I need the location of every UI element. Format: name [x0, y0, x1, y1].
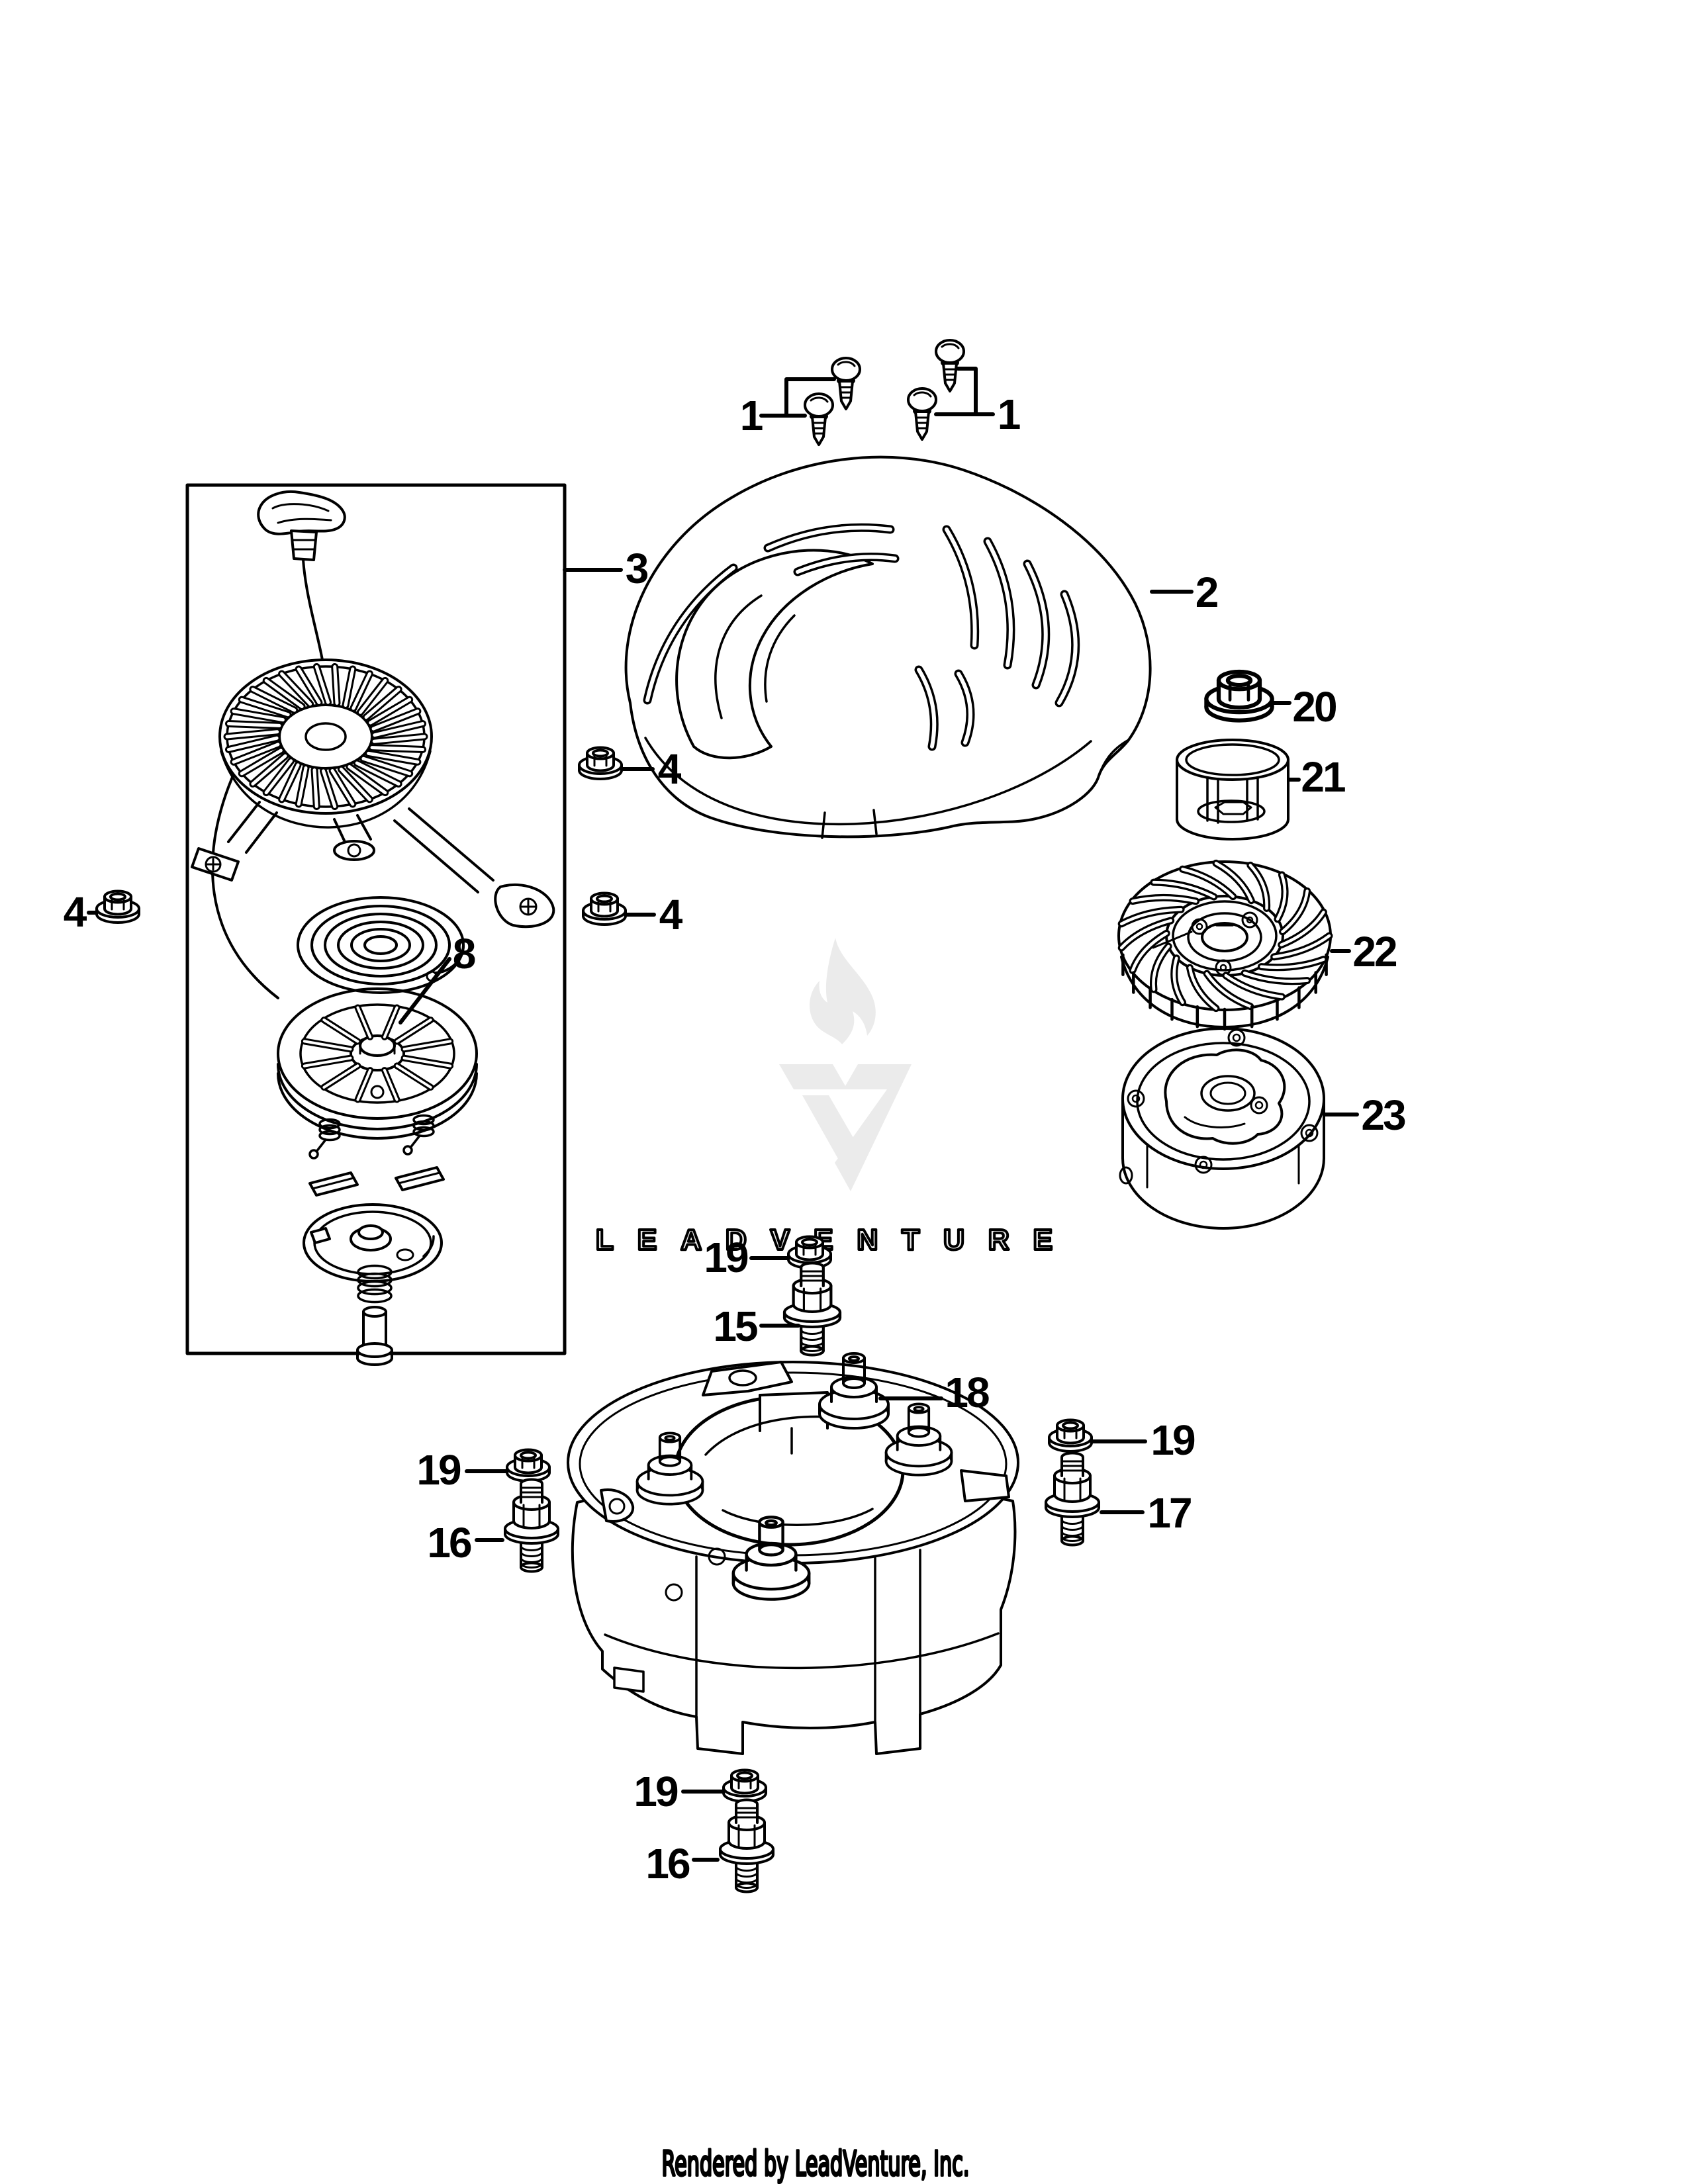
callout-1-left: 1	[740, 392, 763, 439]
logo-v-left	[802, 1095, 861, 1173]
callout-4-right-bottom: 4	[659, 891, 683, 938]
flame-icon	[810, 938, 876, 1044]
leader-1-right	[934, 367, 995, 416]
shroud-skirt	[571, 1488, 1017, 1755]
flywheel-fan	[1117, 860, 1332, 1028]
starter-handle	[257, 490, 346, 535]
flywheel-nut	[1206, 672, 1272, 721]
logo-bar-left	[779, 1064, 847, 1089]
callout-labels: 1 1 2 3 4 4 4 8 19 15 18 19 16 19 17 19 …	[64, 390, 1407, 1888]
callout-1-right: 1	[998, 390, 1020, 438]
callout-21: 21	[1301, 753, 1345, 801]
callout-3: 3	[626, 545, 648, 592]
watermark-logo	[779, 938, 912, 1191]
retainer-screw-pin	[356, 1306, 393, 1366]
leader-lines	[87, 367, 1359, 1862]
callout-19-left: 19	[416, 1446, 461, 1494]
callout-18: 18	[945, 1369, 989, 1416]
cylinder-shroud-housing	[567, 1352, 1019, 1755]
callout-19-bottom: 19	[633, 1768, 678, 1815]
starter-rope-loop	[211, 770, 279, 999]
ignition-cam	[1164, 1048, 1286, 1145]
flange-nut-19-left	[506, 1448, 551, 1482]
stud-15	[784, 1263, 840, 1355]
leader-1-left	[759, 377, 836, 418]
starter-rope	[302, 559, 324, 661]
callout-16-bottom: 16	[645, 1840, 690, 1888]
callout-19-top: 19	[704, 1234, 748, 1281]
stud-17	[1045, 1451, 1100, 1547]
pawl-retainer	[303, 1203, 443, 1283]
logo-v-notch	[839, 1092, 865, 1133]
callout-4-right-top: 4	[658, 745, 682, 793]
cover-screws	[804, 339, 965, 446]
callout-15: 15	[713, 1302, 757, 1350]
watermark-text: LEADVENTURE	[596, 1224, 1076, 1256]
generated-detail	[223, 523, 1333, 1103]
handle-anchor	[290, 529, 318, 561]
pawl-springs	[308, 1114, 435, 1160]
callout-17: 17	[1147, 1489, 1191, 1537]
callout-16-left: 16	[427, 1519, 471, 1567]
friction-wedges	[308, 1166, 445, 1197]
callout-8: 8	[453, 930, 475, 978]
flange-nut-19-bottom	[722, 1768, 767, 1803]
stud-16-bottom	[719, 1798, 774, 1893]
pawl-return-spring	[357, 1264, 393, 1304]
blower-housing-cover	[624, 455, 1152, 839]
recoil-starter-assembly	[191, 490, 555, 1366]
callout-4-left: 4	[64, 888, 87, 936]
callout-20: 20	[1292, 683, 1336, 731]
flywheel	[1119, 1027, 1325, 1230]
stud-16-left	[504, 1478, 559, 1573]
callout-23: 23	[1361, 1091, 1405, 1139]
callout-2: 2	[1196, 569, 1218, 616]
leader-8	[399, 957, 451, 1024]
callout-19-right: 19	[1150, 1416, 1195, 1464]
starter-cup	[1176, 739, 1289, 841]
footer-credit: Rendered by LeadVenture, Inc.	[662, 2144, 970, 2184]
flange-nut-19-right	[1048, 1418, 1093, 1453]
callout-22: 22	[1352, 928, 1397, 976]
